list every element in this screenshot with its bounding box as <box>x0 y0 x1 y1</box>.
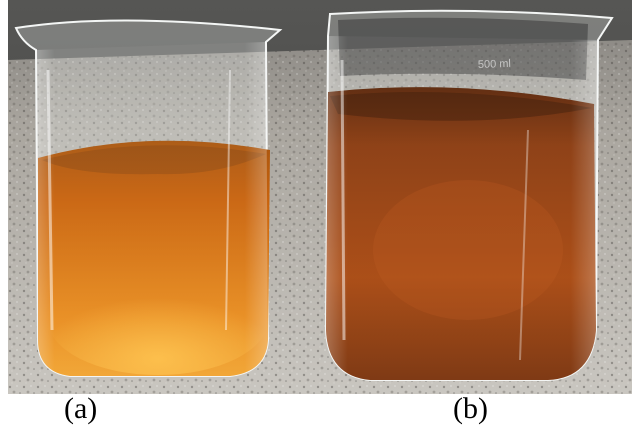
beaker-a <box>14 19 283 377</box>
caption-b: (b) <box>453 392 488 425</box>
beaker-b: 500 ml <box>324 9 614 381</box>
caption-a: (a) <box>64 392 98 425</box>
beaker-graduation-text: 500 ml <box>478 58 511 71</box>
beakers-photo: 500 ml <box>8 0 632 394</box>
